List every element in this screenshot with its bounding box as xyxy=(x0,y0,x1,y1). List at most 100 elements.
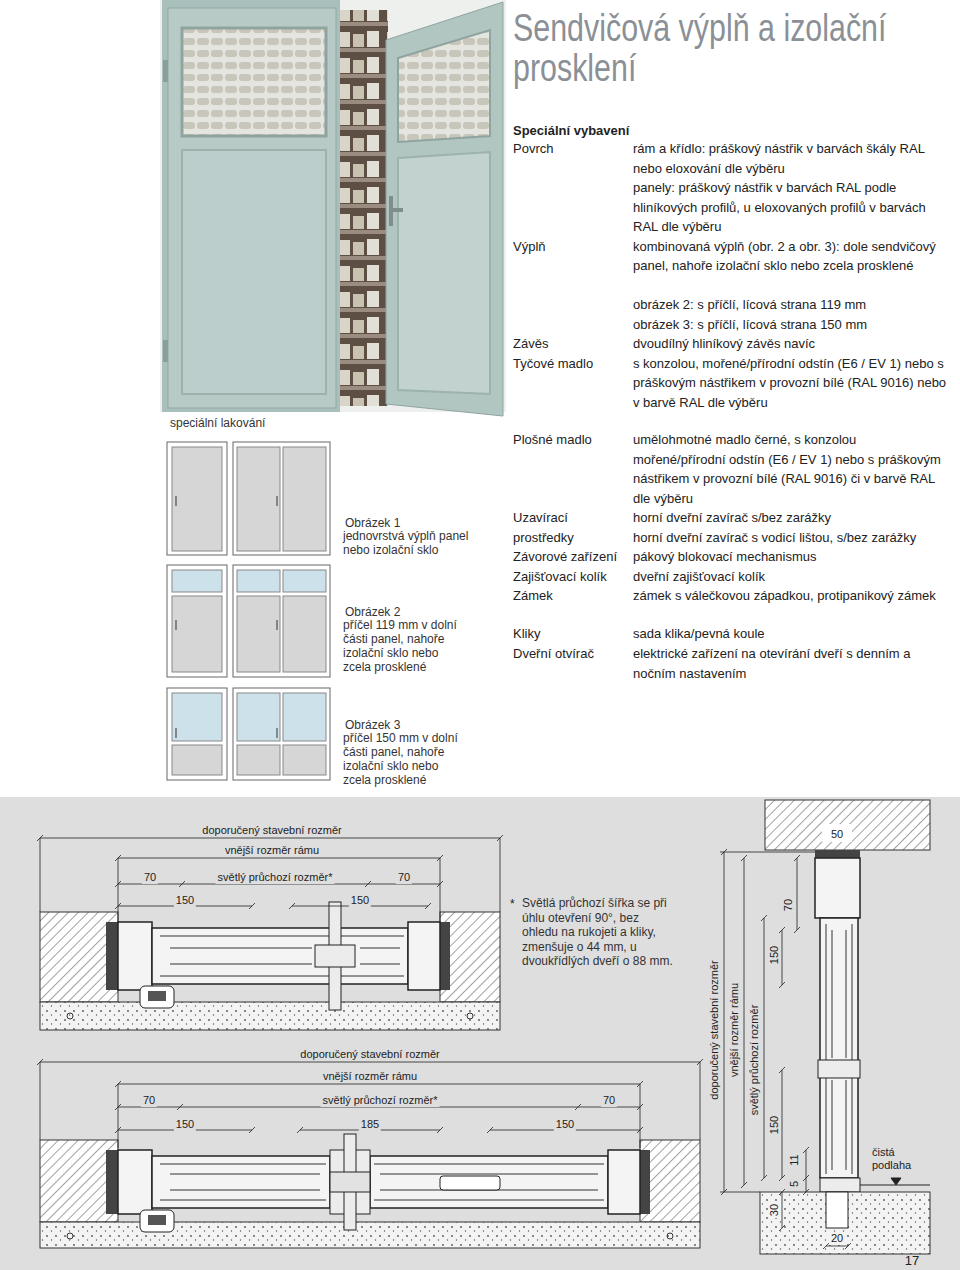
plan-section-single-door xyxy=(118,922,152,990)
vertical-section xyxy=(765,800,930,850)
vertical-section xyxy=(820,1178,860,1192)
door-elevation-figures xyxy=(172,447,222,551)
door-photo xyxy=(338,10,388,406)
table-value: zámek s válečkovou západkou, protipaniko… xyxy=(633,586,948,606)
dimension-lines xyxy=(37,835,503,909)
figure-title: Obrázek 2 xyxy=(343,605,402,619)
table-key: Závorové zařízení xyxy=(513,547,629,567)
door-elevation-figures xyxy=(172,596,222,672)
figure-caption: jednovrstvá výplň panel nebo izolační sk… xyxy=(343,529,473,557)
door-elevation-figures xyxy=(233,688,330,780)
figure-title: Obrázek 3 xyxy=(343,718,402,732)
table-key: Zámek xyxy=(513,586,629,606)
dimension-lines xyxy=(40,838,500,922)
dimension-value: 5 xyxy=(788,1179,801,1189)
door-photo xyxy=(398,30,490,142)
figure-caption-holder: jednovrstvá výplň panel nebo izolační sk… xyxy=(343,529,473,557)
door-elevation-figures xyxy=(277,496,278,506)
dimension-value-holder: 150 xyxy=(764,944,782,966)
door-elevation-figures xyxy=(233,565,330,677)
door-elevation-figures xyxy=(237,570,280,592)
plan-section-single-door xyxy=(67,1013,73,1019)
dimension-label-holder: vnější rozměr rámu xyxy=(223,840,321,858)
table-value: elektrické zařízení na otevírání dveří s… xyxy=(633,644,948,683)
plan-section-double-door xyxy=(40,1140,118,1222)
drawing-ground xyxy=(0,797,960,1270)
table-value: horní dveřní zavírač s/bez zarážky xyxy=(633,508,948,528)
dimension-value-holder: 70 xyxy=(142,867,158,885)
plan-section-double-door xyxy=(118,1150,152,1214)
table-key: Tyčové madlo xyxy=(513,354,629,374)
vertical-section xyxy=(760,800,930,1254)
plan-section-single-door xyxy=(440,922,450,990)
door-elevation-figures xyxy=(167,442,330,780)
vertical-section xyxy=(860,1178,930,1185)
dimension-value: 70 xyxy=(142,871,158,884)
plan-section-double-door xyxy=(67,1233,73,1239)
dimension-label: světlý průchozí rozměr xyxy=(748,1003,761,1118)
table-key: Závěs xyxy=(513,334,629,354)
dimension-label-holder: doporučený stavební rozměr xyxy=(298,1044,441,1062)
plan-section-single-door xyxy=(315,945,355,967)
footnote-mark: * xyxy=(508,897,517,911)
door-elevation-figures xyxy=(176,728,177,738)
table-value-cell: dvoudílný hliníkový závěs navíc xyxy=(633,334,948,354)
vertical-section xyxy=(815,850,860,858)
door-elevation-figures xyxy=(237,693,280,741)
door-photo xyxy=(160,0,506,412)
door-photo xyxy=(386,2,503,416)
plan-section-double-door xyxy=(608,1150,640,1214)
door-photo xyxy=(182,150,326,394)
vertical-section xyxy=(820,918,858,1178)
dimension-lines xyxy=(37,835,851,1249)
door-elevation-figures xyxy=(283,596,326,672)
dimension-value: 150 xyxy=(349,894,371,907)
figure-title-holder: Obrázek 3 xyxy=(343,715,402,733)
dimension-label-holder: světlý průchozí rozměr* xyxy=(216,867,335,885)
door-elevation-figures xyxy=(277,620,278,630)
page-title: Sendvičová výplň a izolační prosklení xyxy=(513,8,953,88)
plan-section-double-door xyxy=(40,1134,700,1248)
table-key-cell: Kliky xyxy=(513,624,629,644)
dimension-label: světlý průchozí rozměr* xyxy=(321,1094,440,1107)
dimension-value: 70 xyxy=(141,1094,157,1107)
dimension-value: 70 xyxy=(396,871,412,884)
table-value-cell: horní dveřní zavírač s vodicí lištou, s/… xyxy=(633,528,948,548)
plan-section-single-door xyxy=(40,1002,500,1030)
figure-caption-holder: příčel 150 mm v dolní části panel, nahoř… xyxy=(343,731,467,787)
dimension-label-holder: doporučený stavební rozměr xyxy=(704,958,722,1101)
page-number-holder: 17 xyxy=(903,1251,921,1269)
dimension-lines xyxy=(37,1059,703,1133)
table-key: Dveřní otvírač xyxy=(513,644,629,664)
plan-section-single-door xyxy=(467,1013,473,1019)
dimension-value-holder: 70 xyxy=(778,897,796,913)
plan-section-single-door xyxy=(152,928,408,984)
figure-caption: příčel 150 mm v dolní části panel, nahoř… xyxy=(343,731,467,787)
table-value: sada klika/pevná koule xyxy=(633,624,948,644)
door-photo xyxy=(182,28,326,136)
table-value: kombinovaná výplň (obr. 2 a obr. 3): dol… xyxy=(633,237,948,276)
dimension-label: doporučený stavební rozměr xyxy=(298,1048,441,1061)
plan-section-double-door xyxy=(160,1164,604,1200)
dimension-value-holder: 11 xyxy=(784,1152,802,1167)
photo-caption-holder: speciální lakování xyxy=(168,413,267,431)
dimension-label: doporučený stavební rozměr xyxy=(708,958,721,1101)
table-key-cell: Závěs xyxy=(513,334,629,354)
dimension-lines xyxy=(721,849,851,1249)
door-elevation-figures xyxy=(176,620,177,630)
table-value: rám a křídlo: práškový nástřik v barvách… xyxy=(633,139,948,178)
door-elevation-figures xyxy=(237,447,280,551)
plan-section-double-door xyxy=(640,1140,700,1222)
table-key: Kliky xyxy=(513,624,629,644)
table-key: Uzavírací prostředky xyxy=(513,508,629,547)
dimension-value-holder: 70 xyxy=(601,1090,617,1108)
door-elevation-figures xyxy=(172,693,222,741)
dimension-label-holder: světlý průchozí rozměr* xyxy=(321,1090,440,1108)
table-value-cell: obrázek 2: s příčlí, lícová strana 119 m… xyxy=(633,295,948,315)
dimension-label-holder: světlý průchozí rozměr xyxy=(744,1003,762,1118)
door-elevation-figures xyxy=(283,693,326,741)
table-value-cell: zámek s válečkovou západkou, protipaniko… xyxy=(633,586,948,606)
title-block: Sendvičová výplň a izolační prosklení xyxy=(513,8,960,88)
vertical-section xyxy=(760,1192,930,1254)
